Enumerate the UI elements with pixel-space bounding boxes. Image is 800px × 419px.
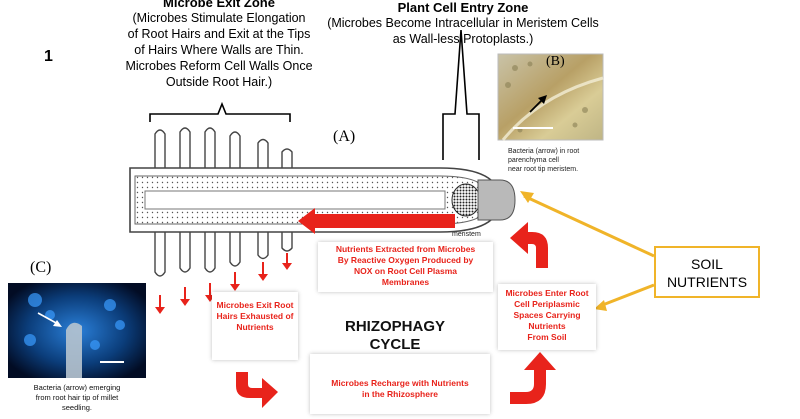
panel-b-caption: Bacteria (arrow) in root parenchyma cell…	[508, 147, 608, 174]
microbes-recharge-box: Microbes Recharge with Nutrients in the …	[310, 354, 490, 414]
figure-number: 1	[44, 48, 53, 65]
exit-zone-title: Microbe Exit Zone	[163, 0, 275, 10]
upper-root-hairs	[154, 127, 293, 172]
cycle-title: RHIZOPHAGY CYCLE	[320, 318, 470, 354]
entry-zone-line: as Wall-less Protoplasts.)	[392, 32, 534, 46]
entry-curve-arrow	[510, 222, 548, 268]
exit-zone-bracket	[149, 101, 291, 122]
panel-b-label: (B)	[546, 54, 565, 69]
panel-c-caption: Bacteria (arrow) emerging from root hair…	[4, 383, 150, 413]
caption-line: seedling.	[61, 403, 93, 412]
root-cap	[477, 179, 516, 221]
box-line: in the Rhizosphere	[361, 389, 439, 399]
exit-zone-line: Outside Root Hair.)	[165, 75, 273, 89]
entry-zone-title: Plant Cell Entry Zone	[397, 0, 529, 15]
box-line: Nutrients	[236, 322, 274, 332]
caption-line: parenchyma cell	[508, 157, 559, 164]
caption-line: Bacteria (arrow) in root	[508, 148, 580, 155]
exit-zone-line: Microbes Reform Cell Walls Once	[125, 59, 313, 73]
nutrients-extracted-box: Nutrients Extracted from Microbes By Rea…	[318, 242, 493, 292]
panel-b-arrow	[529, 98, 544, 113]
cycle-title-line: RHIZOPHAGY	[344, 318, 445, 335]
entry-zone-bracket	[442, 29, 480, 160]
lower-root-hairs	[154, 228, 293, 277]
box-line: Nutrients	[528, 321, 566, 331]
box-line: Spaces Carrying	[513, 310, 581, 320]
box-line: NOX on Root Cell Plasma	[354, 266, 457, 276]
box-line: Microbes Recharge with Nutrients	[331, 378, 469, 388]
callout-line: SOIL	[691, 256, 723, 272]
entry-zone-annotation: Plant Cell Entry Zone (Microbes Become I…	[318, 0, 608, 47]
panel-c-arrow	[37, 312, 59, 325]
panel-a-label: (A)	[333, 128, 356, 145]
caption-line: from root hair tip of millet	[35, 393, 119, 402]
exit-zone-line: (Microbes Stimulate Elongation	[132, 11, 306, 25]
exit-arrows	[155, 253, 292, 314]
exit-zone-line: of Root Hairs and Exit at the Tips	[127, 27, 311, 41]
caption-line: Bacteria (arrow) emerging	[33, 383, 121, 392]
recharge-curve-arrow-right	[510, 352, 556, 404]
box-line: Nutrients Extracted from Microbes	[335, 244, 476, 254]
box-line: From Soil	[527, 332, 567, 342]
meristem-label: meristem	[452, 231, 481, 238]
panel-c-label: (C)	[30, 259, 52, 276]
microbes-exit-box: Microbes Exit Root Hairs Exhausted of Nu…	[212, 292, 298, 360]
cycle-title-line: CYCLE	[369, 336, 421, 353]
box-line: Cell Periplasmic	[514, 299, 580, 309]
root-stele	[144, 190, 446, 210]
recharge-curve-arrow-left	[236, 372, 278, 408]
box-line: By Reactive Oxygen Produced by	[337, 255, 474, 265]
soil-nutrients-callout: SOIL NUTRIENTS	[654, 246, 760, 298]
meristem-region	[451, 183, 481, 217]
exit-zone-line: of Hairs Where Walls are Thin.	[134, 43, 304, 57]
microbes-enter-box: Microbes Enter Root Cell Periplasmic Spa…	[498, 284, 596, 350]
box-line: Hairs Exhausted of	[216, 311, 294, 321]
caption-line: near root tip meristem.	[508, 166, 579, 173]
nutrient-flow-arrow	[298, 208, 455, 234]
box-line: Membranes	[381, 277, 430, 287]
entry-zone-line: (Microbes Become Intracellular in Merist…	[327, 16, 599, 30]
exit-zone-annotation: Microbe Exit Zone (Microbes Stimulate El…	[108, 0, 330, 90]
soil-callout-arrows	[523, 194, 655, 308]
box-line: Microbes Enter Root	[505, 288, 589, 298]
callout-line: NUTRIENTS	[666, 274, 748, 290]
box-line: Microbes Exit Root	[216, 300, 294, 310]
